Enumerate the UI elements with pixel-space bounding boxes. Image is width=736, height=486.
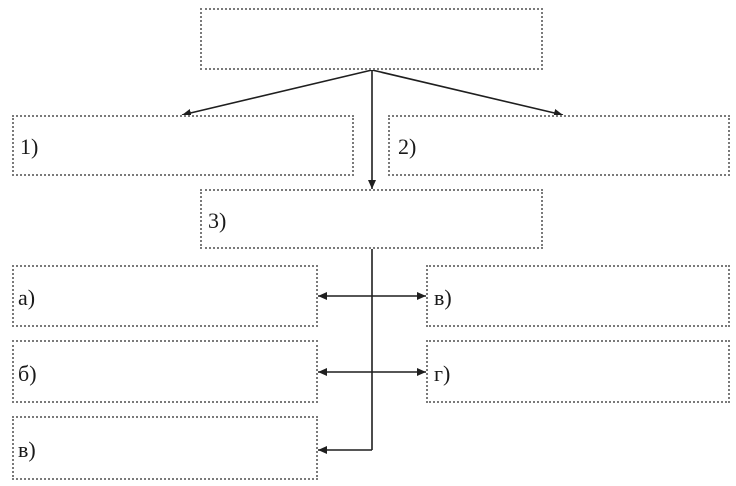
box-v-right: в) xyxy=(426,265,730,327)
box-2: 2) xyxy=(388,115,730,176)
arrow-top-to-2 xyxy=(371,69,564,117)
box-g-label: г) xyxy=(434,361,451,386)
box-2-label: 2) xyxy=(398,134,417,159)
box-v-right-label: в) xyxy=(434,285,452,310)
box-3: 3) xyxy=(200,189,543,249)
box-b: б) xyxy=(12,340,318,403)
box-a-label: а) xyxy=(18,285,36,310)
box-1-label: 1) xyxy=(20,134,39,159)
arrow-top-to-1 xyxy=(181,69,373,117)
box-a: а) xyxy=(12,265,318,327)
box-v-left-label: в) xyxy=(18,437,36,462)
box-v-left: в) xyxy=(12,416,318,480)
box-1: 1) xyxy=(12,115,354,176)
box-3-label: 3) xyxy=(208,208,227,233)
box-g: г) xyxy=(426,340,730,403)
box-b-label: б) xyxy=(18,361,37,386)
box-top xyxy=(200,8,543,70)
